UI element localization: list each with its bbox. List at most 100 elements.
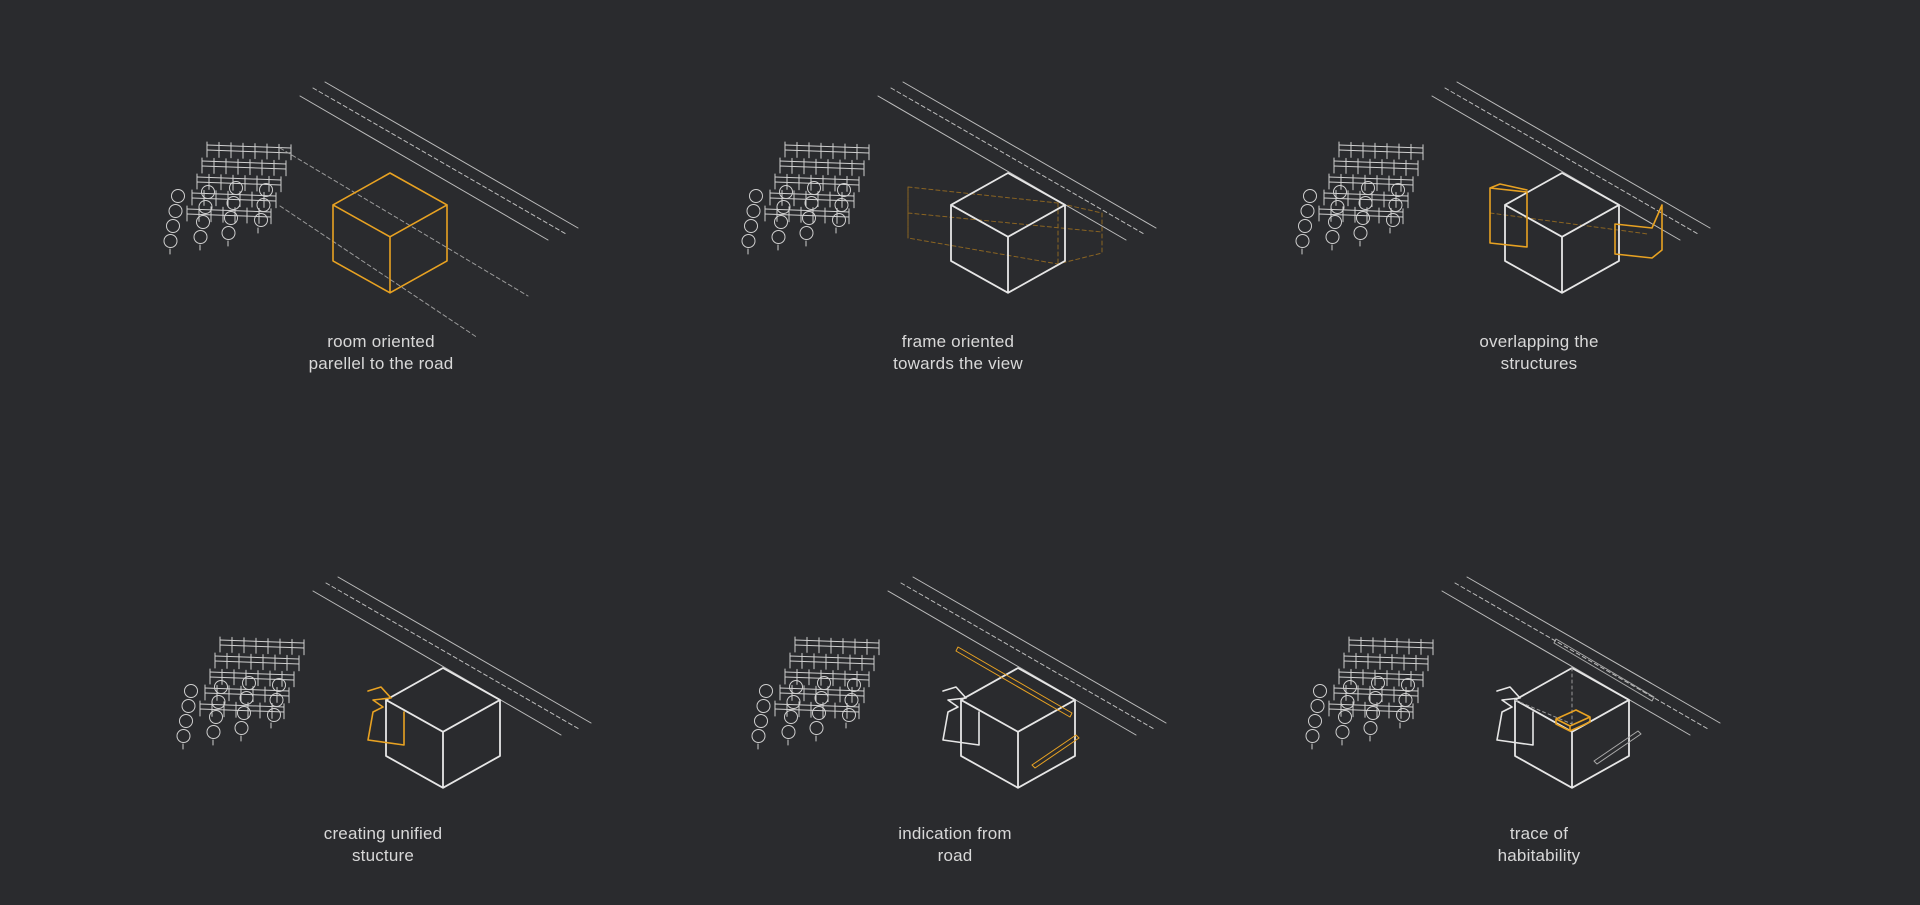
- fence-rail: [1328, 176, 1414, 181]
- fence-rail: [774, 181, 860, 186]
- fence-rail: [789, 655, 875, 660]
- caption-line: overlapping the: [1479, 332, 1599, 351]
- frame-box-right: [1614, 204, 1663, 259]
- tree: [1298, 219, 1312, 233]
- vineyard-fences: [764, 141, 870, 225]
- tree: [166, 219, 180, 233]
- fence-rail: [186, 213, 272, 218]
- fence-rail: [774, 708, 860, 713]
- caption-frame-oriented: frame oriented towards the view: [808, 331, 1108, 375]
- tree: [847, 678, 861, 692]
- caption-line: indication from: [898, 824, 1012, 843]
- tree: [802, 211, 816, 225]
- fence-rail: [196, 176, 282, 181]
- fence-rail: [196, 181, 282, 186]
- tree: [1366, 706, 1380, 720]
- tree: [759, 684, 773, 698]
- fence-rail: [794, 644, 880, 649]
- road-indicator: [955, 646, 1073, 718]
- fence-rail: [774, 176, 860, 181]
- tree: [751, 729, 766, 743]
- room-volume: [950, 172, 1066, 294]
- tree: [1305, 729, 1320, 743]
- fence-rail: [774, 703, 860, 708]
- hidden-edge: [1514, 699, 1573, 725]
- road-edge: [912, 576, 1167, 724]
- tree: [198, 200, 213, 214]
- tree: [226, 196, 241, 210]
- fence-rail: [779, 160, 865, 165]
- fence-rail: [201, 165, 287, 170]
- fence-rail: [1328, 703, 1414, 708]
- fence-rail: [186, 208, 272, 213]
- tree: [237, 706, 251, 720]
- tree: [1386, 213, 1400, 227]
- tree: [168, 204, 183, 218]
- fence-rail: [764, 208, 850, 213]
- fence-rail: [209, 676, 295, 681]
- panel-habitability: [1305, 576, 1721, 789]
- tree: [239, 691, 254, 705]
- tree: [744, 219, 758, 233]
- road-edge: [902, 81, 1157, 229]
- unified-volume: [385, 667, 501, 789]
- tree: [779, 185, 793, 199]
- caption-line: parellel to the road: [308, 354, 454, 373]
- fence-rail: [764, 213, 850, 218]
- tree: [842, 708, 856, 722]
- road-centerline: [312, 87, 567, 235]
- vineyard-trees: [1295, 181, 1405, 255]
- tree: [234, 721, 249, 735]
- tree: [1363, 721, 1378, 735]
- tree: [1340, 695, 1355, 709]
- fence-rail: [214, 655, 300, 660]
- tree: [229, 181, 243, 195]
- tree: [1398, 693, 1413, 707]
- tree: [814, 691, 829, 705]
- vineyard-trees: [1305, 676, 1415, 750]
- frame-box-left: [1489, 183, 1528, 248]
- road-centerline: [1444, 87, 1699, 235]
- fence-rail: [201, 160, 287, 165]
- fence-rail: [199, 703, 285, 708]
- road-edge: [337, 576, 592, 724]
- fence-rail: [1343, 660, 1429, 665]
- tree: [1338, 710, 1352, 724]
- tree: [1401, 678, 1415, 692]
- tree: [1371, 676, 1385, 690]
- tree: [812, 706, 826, 720]
- tree: [269, 693, 284, 707]
- vineyard-trees: [751, 676, 861, 750]
- road-centerline: [325, 582, 580, 730]
- fence-rail: [784, 676, 870, 681]
- fence-rail: [1333, 160, 1419, 165]
- furniture-block: [1555, 709, 1591, 732]
- vineyard-fences: [774, 636, 880, 720]
- frame-fold: [942, 686, 980, 746]
- tree: [184, 684, 198, 698]
- vineyard-fences: [199, 636, 305, 720]
- tree: [837, 183, 851, 197]
- tree: [1295, 234, 1310, 248]
- fence-rail: [214, 660, 300, 665]
- caption-room-oriented: room oriented parellel to the road: [231, 331, 531, 375]
- vineyard-fences: [1328, 636, 1434, 720]
- tree: [1396, 708, 1410, 722]
- tree: [1356, 211, 1370, 225]
- road-edge: [1456, 81, 1711, 229]
- fence-rail: [1338, 149, 1424, 154]
- tree: [1303, 189, 1317, 203]
- road-edge: [1431, 95, 1681, 241]
- tree: [844, 693, 859, 707]
- fence-rail: [1333, 165, 1419, 170]
- fence-rail: [794, 639, 880, 644]
- tree: [771, 230, 786, 244]
- road-indicator: [1031, 734, 1080, 769]
- tree: [1308, 714, 1322, 728]
- tree: [746, 204, 761, 218]
- tree: [201, 185, 215, 199]
- tree: [756, 699, 771, 713]
- tree: [784, 710, 798, 724]
